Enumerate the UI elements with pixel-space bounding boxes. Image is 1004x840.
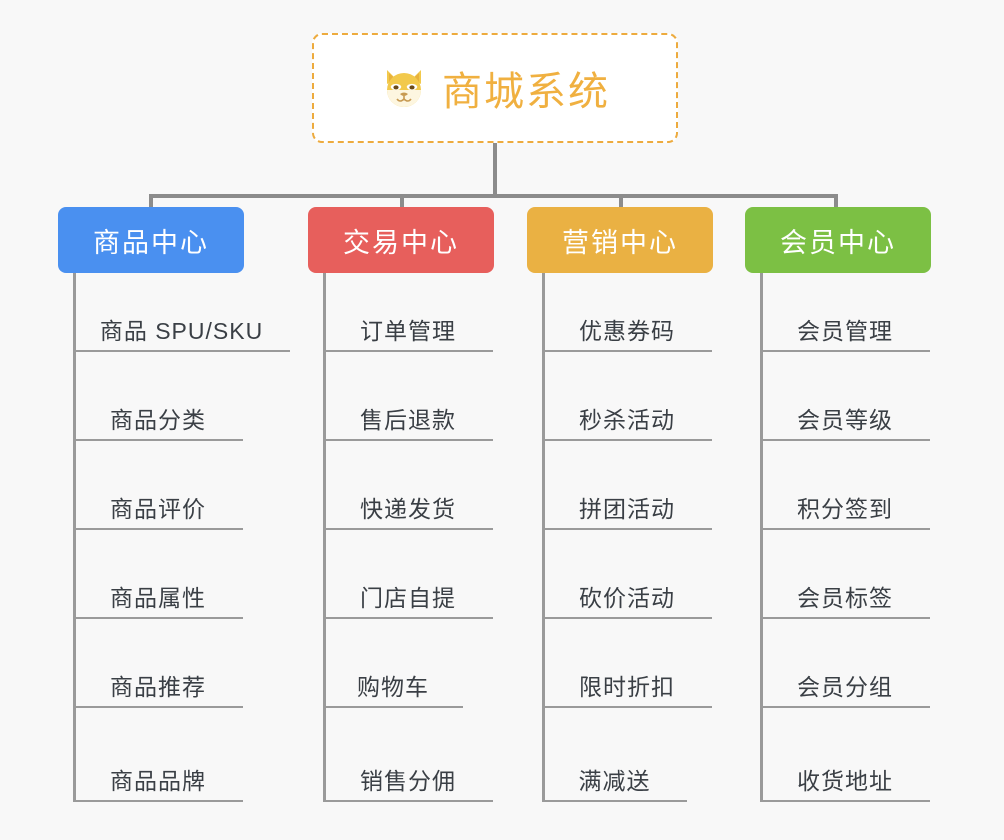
leaf-underline — [542, 350, 712, 352]
leaf-label: 收货地址 — [797, 768, 893, 794]
leaf-label: 满减送 — [578, 768, 651, 794]
category-box-4[interactable]: 会员中心 — [745, 207, 931, 273]
leaf-underline — [760, 439, 930, 441]
leaf-label: 门店自提 — [360, 585, 456, 611]
leaf-label: 购物车 — [357, 674, 429, 700]
leaf-label: 商品 SPU/SKU — [99, 318, 264, 344]
category-label: 会员中心 — [780, 227, 896, 258]
leaf-label: 秒杀活动 — [579, 407, 675, 433]
root-node[interactable]: 商城系统 — [312, 33, 678, 143]
leaf-underline — [323, 617, 493, 619]
leaf-underline — [323, 528, 493, 530]
leaf-label: 商品品牌 — [110, 768, 206, 794]
leaf-underline — [323, 706, 463, 708]
leaf-label: 优惠券码 — [579, 318, 675, 344]
leaf-spine — [323, 273, 326, 800]
leaf-label: 订单管理 — [360, 318, 456, 344]
leaf-label: 快递发货 — [360, 496, 456, 522]
leaf-spine — [542, 273, 545, 800]
leaf-label: 会员管理 — [797, 318, 893, 344]
leaf-label: 商品分类 — [110, 407, 206, 433]
leaf-underline — [73, 350, 290, 352]
connector-drop-3 — [619, 194, 623, 210]
leaf-underline — [542, 528, 712, 530]
leaf-underline — [760, 800, 930, 802]
leaf-label: 会员等级 — [797, 407, 893, 433]
leaf-underline — [73, 800, 243, 802]
leaf-label: 会员分组 — [797, 674, 893, 700]
leaf-label: 砍价活动 — [579, 585, 675, 611]
category-box-3[interactable]: 营销中心 — [527, 207, 713, 273]
leaf-label: 商品评价 — [110, 496, 206, 522]
leaf-label: 销售分佣 — [360, 768, 456, 794]
leaf-underline — [73, 706, 243, 708]
leaf-label: 限时折扣 — [579, 674, 675, 700]
leaf-label: 积分签到 — [797, 496, 893, 522]
connector-drop-1 — [149, 194, 153, 210]
leaf-underline — [323, 439, 493, 441]
leaf-underline — [323, 350, 493, 352]
leaf-spine — [760, 273, 763, 800]
leaf-underline — [73, 528, 243, 530]
leaf-underline — [73, 439, 243, 441]
leaf-label: 售后退款 — [360, 407, 456, 433]
leaf-spine — [73, 273, 76, 800]
connector-horizontal-bus — [150, 194, 837, 198]
connector-drop-2 — [400, 194, 404, 210]
leaf-underline — [542, 439, 712, 441]
shiba-dog-face-icon — [380, 64, 428, 112]
leaf-underline — [323, 800, 493, 802]
root-title: 商城系统 — [442, 70, 610, 114]
connector-root-stem — [493, 143, 497, 196]
leaf-underline — [542, 800, 687, 802]
leaf-underline — [73, 617, 243, 619]
leaf-label: 商品属性 — [110, 585, 206, 611]
leaf-underline — [760, 350, 930, 352]
leaf-underline — [542, 617, 712, 619]
leaf-underline — [760, 706, 930, 708]
leaf-underline — [542, 706, 712, 708]
category-box-2[interactable]: 交易中心 — [308, 207, 494, 273]
connector-drop-4 — [834, 194, 838, 210]
leaf-label: 拼团活动 — [579, 496, 675, 522]
leaf-label: 商品推荐 — [110, 674, 206, 700]
leaf-underline — [760, 528, 930, 530]
leaf-underline — [760, 617, 930, 619]
category-box-1[interactable]: 商品中心 — [58, 207, 244, 273]
category-label: 商品中心 — [93, 227, 209, 258]
category-label: 营销中心 — [562, 227, 678, 258]
category-label: 交易中心 — [343, 227, 459, 258]
leaf-label: 会员标签 — [797, 585, 893, 611]
